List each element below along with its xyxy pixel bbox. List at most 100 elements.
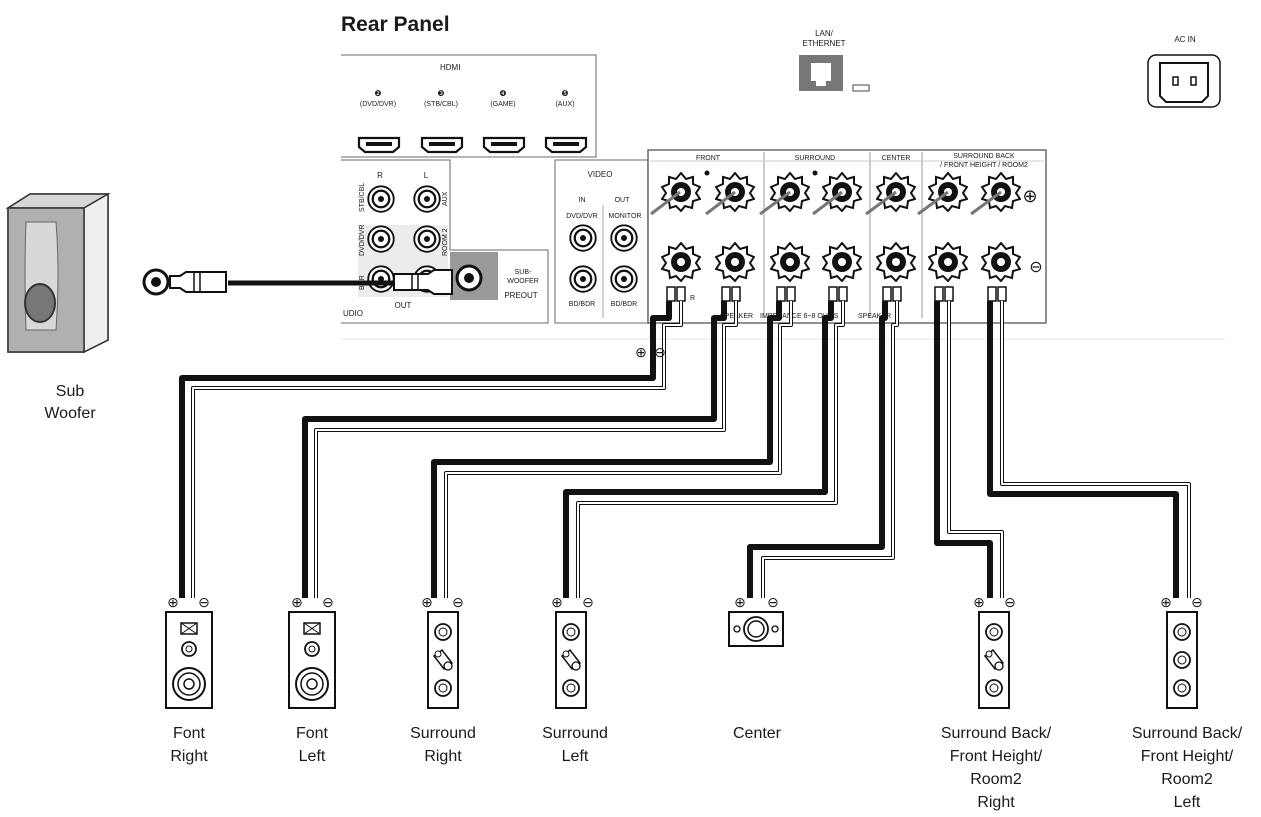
speaker-label-sbr-1: Surround Back/ [941,725,1052,742]
speaker-label-sbr-2: Front Height/ [950,748,1043,765]
c-minus: ⊖ [767,594,779,610]
c-plus: ⊕ [734,594,746,610]
speaker-cables [179,301,1191,598]
room2-label: ROOM 2 [442,228,449,256]
hdmi-5-num: ❺ [561,89,568,98]
sr-plus: ⊕ [421,594,433,610]
subwoofer-label-1: Sub [56,383,85,400]
hdmi-section: HDMI ❷ (DVD/DVR) ❸ (STB/CBL) ❹ (GAME) ❺ … [341,54,597,158]
hdmi-header: HDMI [440,63,460,72]
page-title: Rear Panel [341,13,450,36]
plus-post-stubs [650,190,1002,216]
hdmi-input-5: ❺ (AUX) [544,89,588,154]
speaker-surround-left: ⊕ ⊖ Surround Left [542,594,608,765]
sub-label-1: SUB- [515,269,532,276]
sbl-minus: ⊖ [1191,594,1203,610]
panel-bottom-3: SPEAKER [858,313,891,320]
sl-minus: ⊖ [582,594,594,610]
subwoofer-label-2: Woofer [44,405,96,422]
surround-back-label-1: SURROUND BACK [953,153,1015,160]
cable-surround-right [431,301,793,598]
audio-l-label: L [424,171,429,180]
speaker-surround-back-left: ⊕ ⊖ Surround Back/ Front Height/ Room2 L… [1132,594,1243,811]
speaker-label-fr-1: Font [173,725,206,742]
hdmi-4-num: ❹ [499,89,506,98]
cable-front-right [179,301,683,598]
hdmi-2-num: ❷ [374,89,381,98]
sbr-minus: ⊖ [1004,594,1016,610]
front-label: FRONT [696,155,721,162]
fr-plus: ⊕ [167,594,179,610]
surround-back-label-2: / FRONT HEIGHT / ROOM2 [940,162,1028,169]
audio-r-label: R [377,171,383,180]
speaker-front-right: ⊕ ⊖ Font Right [165,594,213,765]
video-monitor-label: MONITOR [609,213,642,220]
subwoofer: Sub Woofer [5,192,111,422]
video-header: VIDEO [588,170,613,179]
hdmi-3-label: (STB/CBL) [424,101,458,108]
speaker-label-sbl-2: Front Height/ [1141,748,1234,765]
hdmi-3-num: ❸ [437,89,444,98]
sbr-plus: ⊕ [973,594,985,610]
hdmi-4-label: (GAME) [490,101,515,108]
stbcbl-label: STB/CBL [359,183,366,212]
speaker-surround-right: ⊕ ⊖ Surround Right [410,594,476,765]
video-dvddvr-label: DVD/DVR [566,213,598,220]
speaker-label-sr-1: Surround [410,725,476,742]
audio-udio-label: UDIO [343,309,363,318]
speaker-label-sl-1: Surround [542,725,608,742]
surround-label: SURROUND [795,155,835,162]
hdmi-input-4: ❹ (GAME) [482,89,526,154]
video-out-label: OUT [615,197,631,204]
cable-front-left [302,301,738,598]
speaker-front-left: ⊕ ⊖ Font Left [288,594,336,765]
lan-label-2: ETHERNET [802,39,845,48]
speaker-label-center: Center [733,725,782,742]
speaker-label-fl-1: Font [296,725,329,742]
video-section: VIDEO IN OUT DVD/DVR MONITOR BD/BDR BD/B… [554,159,649,324]
fl-plus: ⊕ [291,594,303,610]
hdmi-input-3: ❸ (STB/CBL) [420,89,464,154]
speaker-center: ⊕ ⊖ Center [728,594,784,742]
center-label: CENTER [882,155,911,162]
audio-section: R L STB/CBL AUX DVD/DVR ROOM 2 BDR E OUT… [341,159,549,324]
speaker-label-fl-2: Left [299,748,326,765]
panel-minus-mark: ⊖ [1029,259,1042,276]
chan-r-1: R [690,295,695,302]
fl-minus: ⊖ [322,594,334,610]
video-in-label: IN [579,197,586,204]
speaker-label-sl-2: Left [562,748,589,765]
terminal-plugs [666,286,1007,302]
ac-in-label: AC IN [1174,35,1196,44]
sl-plus: ⊕ [551,594,563,610]
cable-surround-back-right [934,301,1004,598]
speaker-label-sbl-1: Surround Back/ [1132,725,1243,742]
cable-surround-back-left [987,301,1191,598]
audio-out-label: OUT [395,301,412,310]
lan-label-1: LAN/ [815,29,834,38]
sub-label-2: WOOFER [507,278,539,285]
dvddvr-label: DVD/DVR [359,224,366,256]
panel-plus-mark: ⊕ [1022,186,1037,206]
hdmi-2-label: (DVD/DVR) [360,101,396,108]
video-bdbdr-label-2: BD/BDR [611,301,637,308]
lan-port: LAN/ ETHERNET [799,29,870,92]
speaker-label-sbl-3: Room2 [1161,771,1213,788]
ac-inlet: AC IN [1147,35,1221,108]
speaker-label-sr-2: Right [424,748,462,765]
subwoofer-cable [142,264,483,296]
aux-label: AUX [442,191,449,206]
speaker-label-sbr-3: Room2 [970,771,1022,788]
panel-plus-note: ⊕ [635,344,647,360]
cable-center [747,301,899,598]
panel-bottom-2: IMPEDANCE 6~8 OHMS [760,313,839,320]
sr-minus: ⊖ [452,594,464,610]
hdmi-5-label: (AUX) [555,101,574,108]
preout-label: PREOUT [504,291,537,300]
video-bdbdr-label-1: BD/BDR [569,301,595,308]
cable-surround-left [563,301,845,598]
panel-minus-note: ⊖ [654,344,666,360]
hdmi-input-2: ❷ (DVD/DVR) [357,89,401,154]
speaker-label-fr-2: Right [170,748,208,765]
